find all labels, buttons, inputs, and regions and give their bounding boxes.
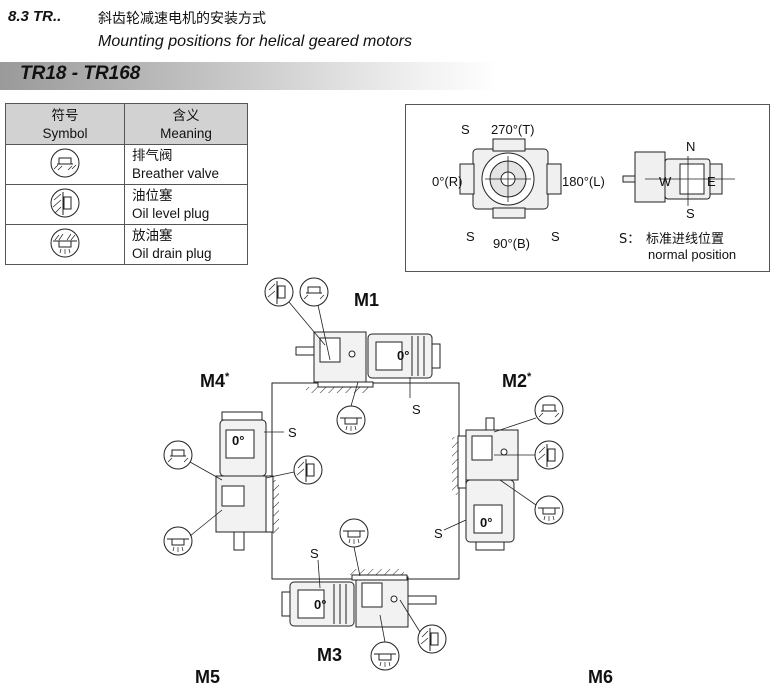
terminal-box-diagram xyxy=(459,138,735,219)
terminal-box-orientation-panel xyxy=(405,104,770,272)
breather-valve-icon xyxy=(5,144,125,185)
position-m5-label: M5 xyxy=(195,667,221,687)
oil-level-plug-icon xyxy=(5,184,125,225)
m2-zero-label: 0° xyxy=(480,515,493,530)
s-label-bottom-left: S xyxy=(466,229,475,244)
s-label-m4: S xyxy=(288,425,297,440)
m3-zero-label: 0° xyxy=(314,597,327,612)
m2-text: M2 xyxy=(502,371,528,391)
section-title-en: Mounting positions for helical geared mo… xyxy=(98,33,412,50)
oil-drain-plug-icon xyxy=(5,224,125,265)
legend-prefix: S： xyxy=(619,232,641,247)
row-label-en: Oil level plug xyxy=(132,205,210,221)
position-m6-label: M6 xyxy=(588,667,614,687)
m4-star: * xyxy=(225,371,230,383)
symbol-header-cn: 符号 xyxy=(51,107,79,124)
legend-cn: 标准进线位置 xyxy=(646,232,725,247)
position-m3-label: M3 xyxy=(317,645,343,665)
w-label: W xyxy=(659,174,672,189)
s-label-m1: S xyxy=(412,402,421,417)
angle-right-label: 180°(L) xyxy=(562,174,605,189)
m2-geared-motor xyxy=(457,417,519,551)
s-label-top: S xyxy=(461,122,470,137)
s-label-bottom-right: S xyxy=(551,229,560,244)
row-label-cn: 油位塞 xyxy=(132,187,173,204)
meaning-header-cn: 含义 xyxy=(172,107,200,124)
meaning-header-en: Meaning xyxy=(160,125,212,141)
m1-zero-label: 0° xyxy=(397,348,410,363)
position-m2-label: M2* xyxy=(502,371,531,392)
row-label-en: Breather valve xyxy=(132,165,220,181)
s-label-m2: S xyxy=(434,526,443,541)
m4-zero-label: 0° xyxy=(232,433,245,448)
m4-text: M4 xyxy=(200,371,226,391)
m2-star: * xyxy=(527,371,532,383)
s-label-m3: S xyxy=(310,546,319,561)
model-range-title: TR18 - TR168 xyxy=(20,63,141,84)
e-label: E xyxy=(707,174,716,189)
n-label: N xyxy=(686,139,696,154)
row-label-en: Oil drain plug xyxy=(132,245,212,261)
row-label-cn: 排气阀 xyxy=(132,147,173,164)
position-m4-label: M4* xyxy=(200,371,229,392)
m3-geared-motor xyxy=(281,574,437,628)
legend-en: normal position xyxy=(648,247,737,262)
title-band xyxy=(0,62,500,90)
position-m1-label: M1 xyxy=(354,290,380,310)
angle-left-label: 0°(R) xyxy=(432,174,463,189)
s-label-side: S xyxy=(686,206,695,221)
angle-top-label: 270°(T) xyxy=(491,122,535,137)
m4-geared-motor xyxy=(215,411,274,551)
symbol-header-en: Symbol xyxy=(42,125,88,141)
m1-geared-motor xyxy=(295,331,441,388)
section-title-cn: 斜齿轮减速电机的安装方式 xyxy=(98,11,266,27)
section-number: 8.3 TR.. xyxy=(8,8,62,25)
row-label-cn: 放油塞 xyxy=(132,227,173,244)
angle-bottom-label: 90°(B) xyxy=(493,236,530,251)
